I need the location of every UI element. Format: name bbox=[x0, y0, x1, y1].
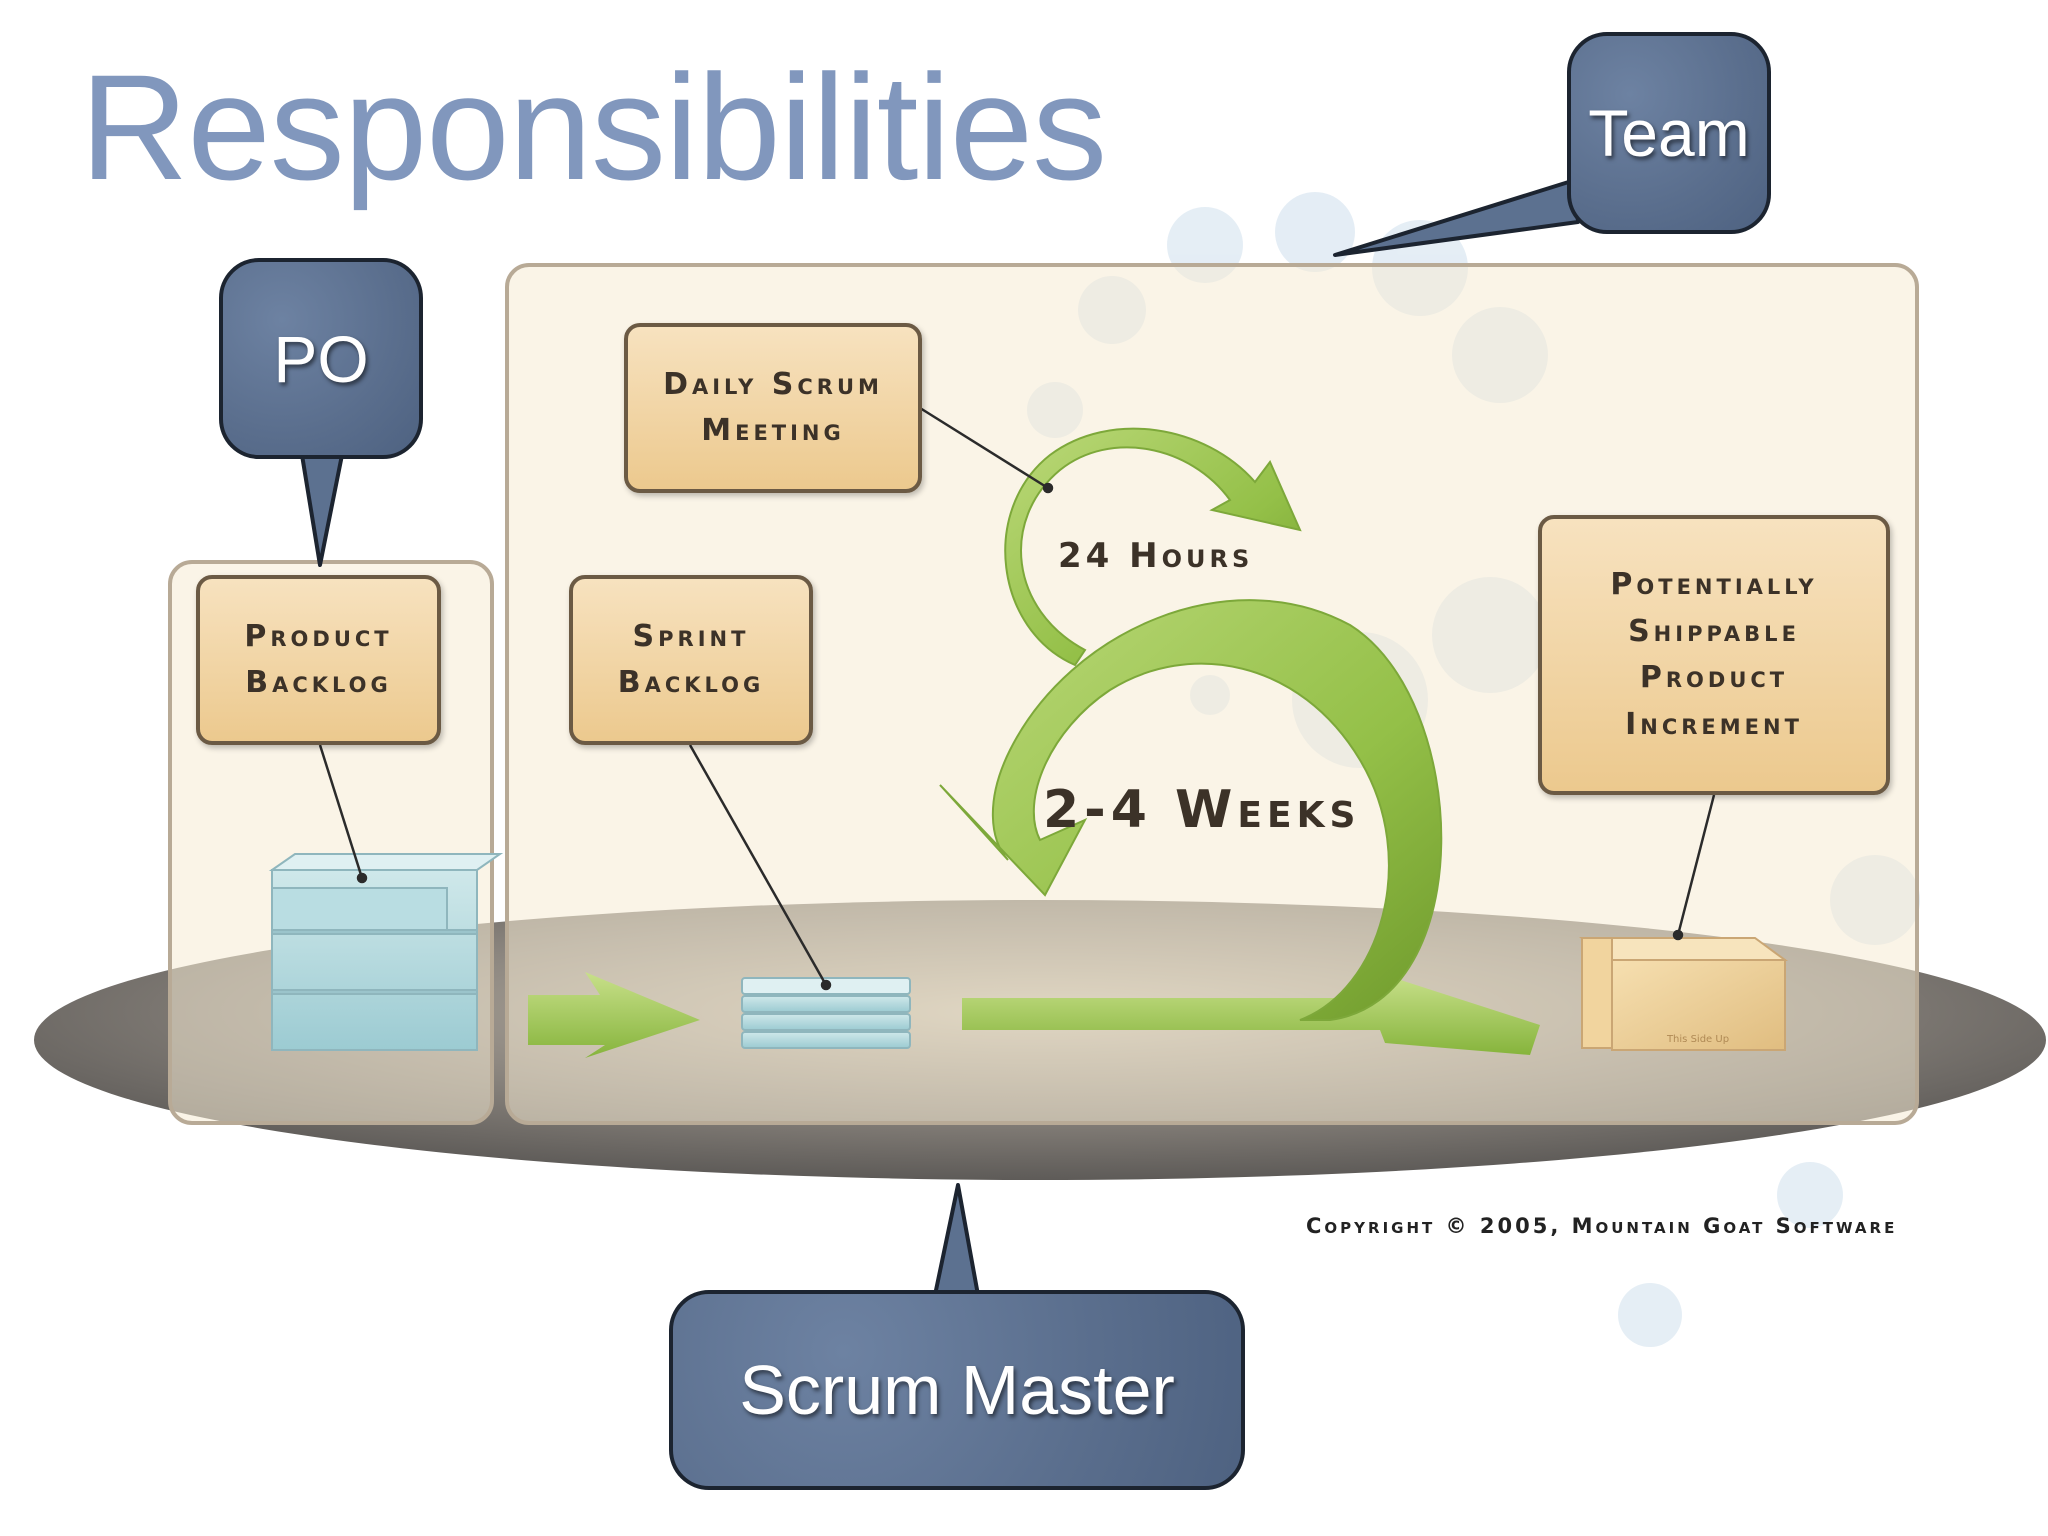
po-callout: PO bbox=[219, 258, 423, 459]
increment-box: Potentially Shippable Product Increment bbox=[1538, 515, 1890, 795]
scrum-master-callout-pointer bbox=[933, 1183, 980, 1297]
sprint-loop-arrow bbox=[939, 599, 1443, 1021]
shippable-product-box: This Side Up bbox=[1578, 937, 1789, 1051]
weeks-label: 2-4 Weeks bbox=[1043, 780, 1361, 840]
page-title: Responsibilities bbox=[80, 43, 1107, 211]
product-backlog-stack bbox=[268, 853, 504, 1051]
daily-loop-arrow bbox=[1004, 427, 1302, 667]
box-stamp-label: This Side Up bbox=[1666, 1034, 1729, 1045]
sprint-flow-arrow bbox=[962, 975, 1540, 1055]
sprint-backlog-box: Sprint Backlog bbox=[569, 575, 813, 745]
scrum-master-callout: Scrum Master bbox=[669, 1290, 1245, 1490]
copyright-notice: Copyright © 2005, Mountain Goat Software bbox=[1306, 1214, 1898, 1238]
leader-lines bbox=[318, 406, 1716, 991]
team-callout: Team bbox=[1567, 32, 1771, 234]
backlog-flow-arrow bbox=[528, 972, 700, 1058]
hours-label: 24 Hours bbox=[1058, 536, 1254, 576]
daily-scrum-box: Daily Scrum Meeting bbox=[624, 323, 922, 493]
po-callout-pointer bbox=[300, 453, 344, 567]
product-backlog-box: Product Backlog bbox=[196, 575, 441, 745]
